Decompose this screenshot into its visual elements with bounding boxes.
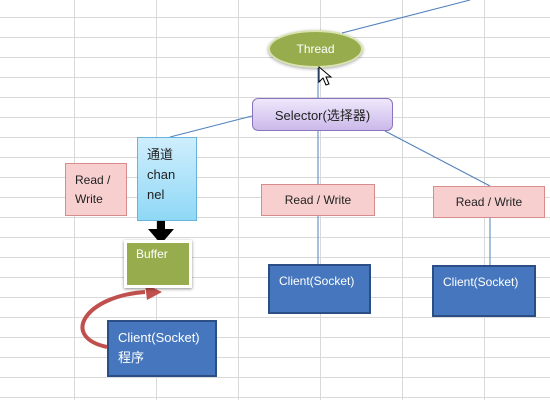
mouse-cursor-icon [318, 66, 333, 86]
channel-label-line-1: chan [147, 167, 176, 183]
client-left-label-line-2: 程序 [118, 349, 145, 365]
buffer-label: Buffer [136, 247, 168, 261]
line-selector-channel [169, 115, 253, 138]
selector-node: Selector(选择器) [252, 98, 393, 131]
line-thread-up [341, 0, 471, 34]
channel-box: 通道 chan nel [137, 137, 197, 221]
client-socket-program-box: Client(Socket) 程序 [107, 320, 217, 377]
read-write-right-label: Read / Write [455, 195, 523, 209]
thread-label: Thread [296, 42, 335, 56]
line-selector-right [384, 130, 491, 187]
channel-label-line-2: nel [147, 187, 165, 203]
read-write-mid-box: Read / Write [261, 184, 375, 216]
read-write-mid-label: Read / Write [284, 193, 352, 207]
client-left-label-line-1: Client(Socket) [118, 330, 200, 345]
client-socket-mid-box: Client(Socket) [268, 264, 371, 314]
read-write-left-line-1: Read / [75, 172, 111, 187]
buffer-box: Buffer [124, 240, 192, 288]
channel-label-chinese: 通道 [147, 147, 174, 162]
thread-node: Thread [268, 30, 363, 68]
read-write-left-box: Read / Write [65, 163, 127, 216]
client-mid-label: Client(Socket) [279, 274, 355, 288]
client-socket-right-box: Client(Socket) [432, 265, 536, 317]
selector-label: Selector(选择器) [274, 108, 371, 123]
curved-arrow-icon [80, 284, 162, 349]
read-write-right-box: Read / Write [433, 186, 545, 218]
client-right-label: Client(Socket) [443, 275, 519, 289]
read-write-left-line-2: Write [75, 191, 103, 206]
